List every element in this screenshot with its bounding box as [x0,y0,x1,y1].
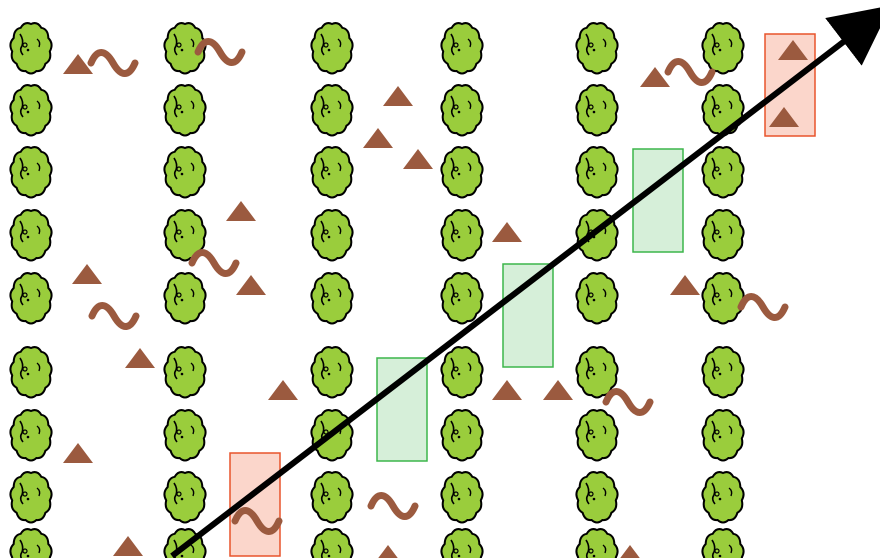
lettuce-plant-icon [576,410,617,460]
lettuce-plant-icon [164,472,205,522]
lettuce-plant-icon [702,23,743,73]
lettuce-plant-icon [164,347,205,397]
lettuce-plant-icon [10,23,51,73]
lettuce-plant-icon [311,273,352,323]
squiggle-weed-icon [192,253,236,274]
lettuce-plant-icon [10,210,51,260]
lettuce-plant-icon [441,210,482,260]
triangle-mound-icon [373,545,403,558]
triangle-mound-icon [268,380,298,400]
lettuce-plant-icon [441,472,482,522]
triangle-mound-icon [543,380,573,400]
triangle-mound-icon [492,222,522,242]
lettuce-plant-icon [164,147,205,197]
lettuce-plant-icon [311,85,352,135]
triangle-mound-icon [403,149,433,169]
lettuce-plant-icon [10,410,51,460]
triangle-mound-icon [615,545,645,558]
triangle-mound-icon [72,264,102,284]
lettuce-plant-icon [576,529,617,558]
green-highlight-box [377,358,427,461]
triangle-mound-icon [113,536,143,556]
triangle-mound-icon [226,201,256,221]
lettuce-plant-icon [441,529,482,558]
lettuce-plant-icon [311,147,352,197]
triangle-mound-icon [63,443,93,463]
lettuce-plant-icon [164,410,205,460]
lettuce-plant-icon [576,472,617,522]
lettuce-plant-icon [702,85,743,135]
lettuce-plant-icon [441,410,482,460]
lettuce-plant-icon [702,347,743,397]
lettuce-plant-icon [10,472,51,522]
squiggle-weed-icon [606,392,650,413]
lettuce-plant-icon [702,210,743,260]
lettuce-plant-icon [702,147,743,197]
lettuce-plant-icon [702,529,743,558]
lettuce-plant-icon [311,23,352,73]
diagonal-arrow-icon [172,20,872,556]
lettuce-plant-icon [10,273,51,323]
triangle-mound-icon [236,275,266,295]
lettuce-plant-icon [702,410,743,460]
triangle-mound-icon [383,86,413,106]
lettuce-plant-icon [10,347,51,397]
squiggle-weed-icon [741,297,785,318]
squiggle-weed-icon [92,306,136,327]
lettuce-plant-icon [311,347,352,397]
green-highlight-box [503,264,553,367]
lettuce-plant-icon [576,85,617,135]
lettuce-plant-icon [164,273,205,323]
triangle-mound-icon [492,380,522,400]
lettuce-plant-icon [441,85,482,135]
lettuce-plant-icon [702,472,743,522]
lettuce-plant-icon [576,23,617,73]
squiggle-weed-icon [371,496,415,517]
lettuce-plant-icon [702,273,743,323]
squiggle-weed-icon [668,62,712,83]
lettuce-plant-icon [576,273,617,323]
lettuce-plant-icon [441,273,482,323]
lettuce-plant-icon [311,529,352,558]
lettuce-plant-icon [311,210,352,260]
triangle-mound-icon [125,348,155,368]
lettuce-plant-icon [441,147,482,197]
triangle-mound-icon [363,128,393,148]
lettuce-plant-icon [10,147,51,197]
lettuce-plant-icon [576,147,617,197]
lettuce-plant-icon [164,85,205,135]
lettuce-plant-icon [311,472,352,522]
lettuce-plant-icon [10,85,51,135]
lettuce-plant-icon [441,347,482,397]
lettuce-plant-icon [10,529,51,558]
squiggle-weed-icon [91,53,135,74]
lettuce-plant-icon [441,23,482,73]
triangle-mound-icon [670,275,700,295]
